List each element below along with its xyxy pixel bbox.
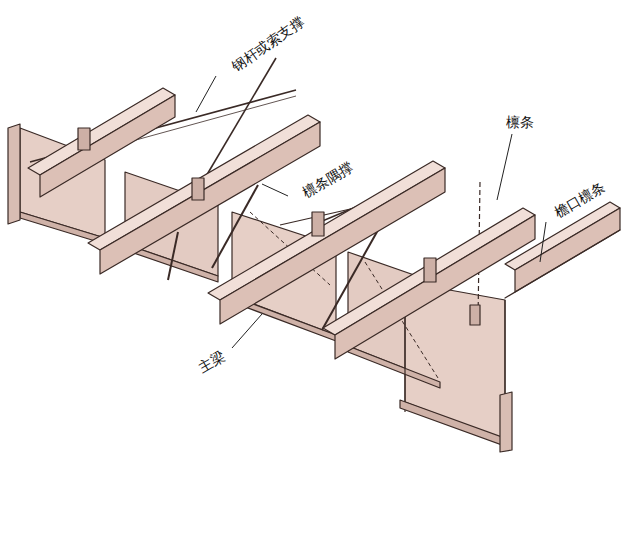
part-label: 檩条隅撑	[297, 157, 358, 203]
part-label: 主梁	[193, 346, 230, 378]
part-label: 钢杆或索支撑	[227, 11, 310, 77]
part-label: 檩条	[504, 113, 536, 132]
